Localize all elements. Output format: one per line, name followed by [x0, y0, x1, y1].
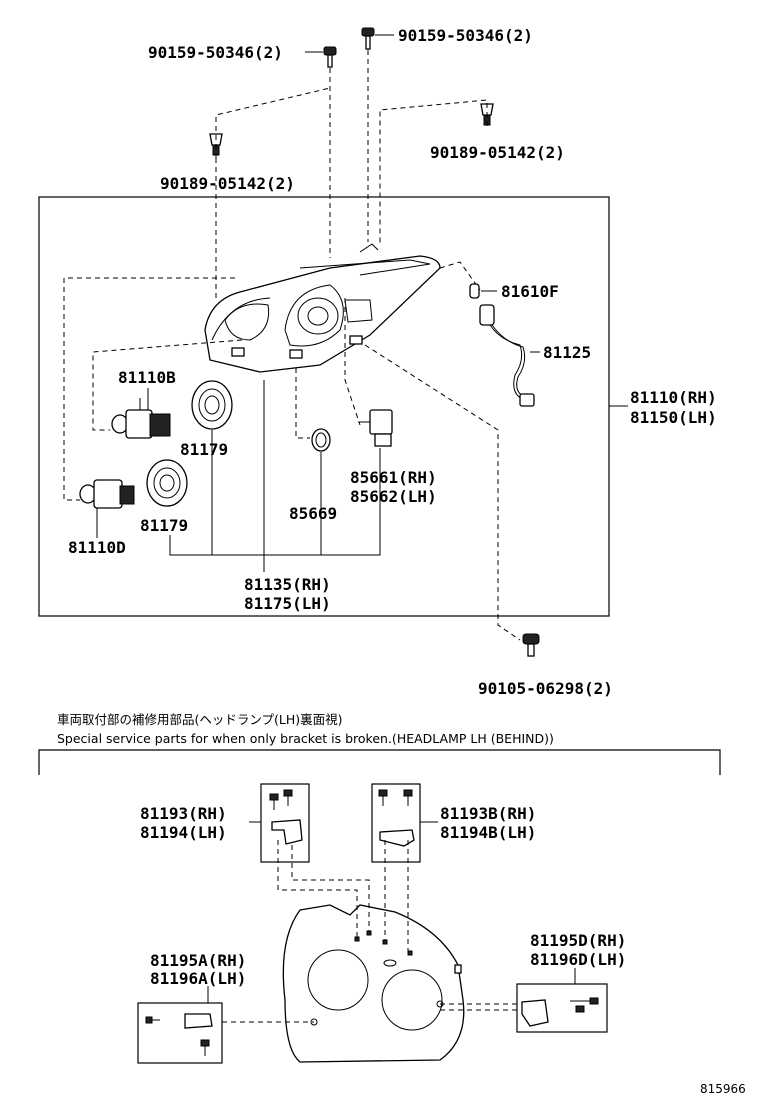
label-bulb-upper: 81110B: [118, 368, 176, 387]
cap-lower-icon: [146, 459, 188, 507]
headlamp-housing: [204, 243, 441, 373]
label-bolt-left: 90159-50346(2): [148, 43, 283, 62]
label-oring: 85669: [289, 504, 337, 523]
bracket-box-4: [516, 983, 608, 1033]
harness-icon: [479, 304, 535, 407]
label-cap-lower: 81179: [140, 516, 188, 535]
label-clip-right: 90189-05142(2): [430, 143, 565, 162]
bracket-box-2: [371, 783, 421, 863]
socket-icon: [469, 283, 480, 299]
bulb-lower-icon: [79, 479, 135, 509]
diagram-code: 815966: [700, 1082, 746, 1096]
cap-upper-icon: [191, 380, 233, 430]
label-bracket1-rh: 81193(RH): [140, 804, 227, 823]
note-english: Special service parts for when only brac…: [57, 731, 554, 746]
label-unit-lh: 81175(LH): [244, 594, 331, 613]
bracket-3-icon: [145, 1013, 213, 1056]
bracket-box-3: [137, 1002, 223, 1064]
label-bracket4-rh: 81195D(RH): [530, 931, 626, 950]
headlamp-back-view: [282, 904, 465, 1063]
service-section-frame: [38, 749, 721, 775]
bracket-1-icon: [269, 789, 303, 845]
bracket-4-icon: [521, 997, 599, 1027]
label-bracket4-lh: 81196D(LH): [530, 950, 626, 969]
screw-bottom-icon: [522, 633, 540, 657]
leveling-motor-icon: [358, 409, 393, 447]
bulb-upper-icon: [111, 398, 171, 439]
label-socket: 81610F: [501, 282, 559, 301]
label-cap-upper: 81179: [180, 440, 228, 459]
note-japanese: 車両取付部の補修用部品(ヘッドランプ(LH)裏面視): [57, 712, 343, 727]
o-ring-icon: [311, 428, 331, 452]
label-clip-left: 90189-05142(2): [160, 174, 295, 193]
label-assy-rh: 81110(RH): [630, 388, 717, 407]
label-screw-bottom: 90105-06298(2): [478, 679, 613, 698]
label-bolt-right: 90159-50346(2): [398, 26, 533, 45]
bolt-left-icon: [323, 46, 337, 68]
label-bracket1-lh: 81194(LH): [140, 823, 227, 842]
label-bulb-lower: 81110D: [68, 538, 126, 557]
label-motor-lh: 85662(LH): [350, 487, 437, 506]
label-assy-lh: 81150(LH): [630, 408, 717, 427]
label-bracket3-rh: 81195A(RH): [150, 951, 246, 970]
label-bracket3-lh: 81196A(LH): [150, 969, 246, 988]
bracket-box-1: [260, 783, 310, 863]
label-motor-rh: 85661(RH): [350, 468, 437, 487]
label-harness: 81125: [543, 343, 591, 362]
bracket-2-icon: [378, 789, 415, 847]
bolt-right-icon: [361, 27, 375, 50]
label-bracket2-rh: 81193B(RH): [440, 804, 536, 823]
label-unit-rh: 81135(RH): [244, 575, 331, 594]
label-bracket2-lh: 81194B(LH): [440, 823, 536, 842]
